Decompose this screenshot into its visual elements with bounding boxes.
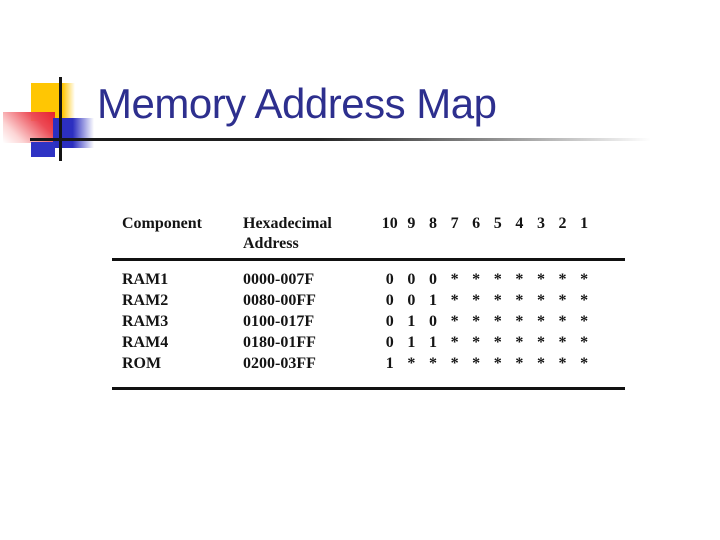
accent-blue-small-square <box>31 142 55 157</box>
bit-header-cell: 5 <box>493 215 502 232</box>
bit-cell: 0 <box>428 271 437 288</box>
bit-cell: 0 <box>385 292 394 309</box>
bit-header-cell: 7 <box>450 215 459 232</box>
hex-address-cell: 0000-007F <box>243 271 315 288</box>
column-header-hexadecimal-address: Hexadecimal Address <box>243 214 332 254</box>
bit-cell: * <box>580 313 589 330</box>
component-cell: RAM4 <box>122 334 169 351</box>
bit-cell: * <box>558 271 567 288</box>
bit-cell: 0 <box>428 313 437 330</box>
bit-cell: * <box>472 355 481 372</box>
bit-cell: * <box>472 334 481 351</box>
bit-header-cell: 4 <box>515 215 524 232</box>
bit-cell: * <box>493 334 502 351</box>
bit-header-cell: 2 <box>558 215 567 232</box>
bit-cell: * <box>515 271 524 288</box>
hex-address-cell: 0100-017F <box>243 313 315 330</box>
bit-header-cell: 6 <box>472 215 481 232</box>
component-cell: ROM <box>122 355 162 372</box>
bit-cell: 1 <box>385 355 394 372</box>
bit-cell: * <box>493 292 502 309</box>
bit-cell: 1 <box>407 313 416 330</box>
bit-cell: * <box>580 271 589 288</box>
bit-header-cell: 3 <box>536 215 545 232</box>
bit-cell: * <box>450 271 459 288</box>
bit-cell: 0 <box>385 313 394 330</box>
hex-address-cell: 0180-01FF <box>243 334 316 351</box>
table-bottom-rule <box>112 387 625 390</box>
bit-cell: * <box>428 355 437 372</box>
bit-cell: * <box>580 334 589 351</box>
bit-cell: * <box>558 313 567 330</box>
component-cell: RAM1 <box>122 271 169 288</box>
bit-cell: * <box>580 355 589 372</box>
table-row: ROM 0200-03FF 1 * * * * * * * * * <box>112 353 625 374</box>
bit-cell: * <box>580 292 589 309</box>
bit-cell: * <box>536 334 545 351</box>
address-bus-bits: 1 * * * * * * * * * <box>379 353 597 374</box>
title-underline-rule <box>30 138 670 141</box>
bit-cell: * <box>515 313 524 330</box>
bit-cell: * <box>515 292 524 309</box>
bit-cell: 0 <box>407 292 416 309</box>
bit-cell: 1 <box>428 334 437 351</box>
bit-cell: * <box>407 355 416 372</box>
slide-title: Memory Address Map <box>97 80 497 127</box>
bit-header-cell: 1 <box>580 215 589 232</box>
bit-header-cell: 8 <box>428 215 437 232</box>
header-separator-rule <box>112 258 625 261</box>
hex-address-cell: 0080-00FF <box>243 292 316 309</box>
bit-cell: * <box>536 271 545 288</box>
bit-cell: * <box>472 292 481 309</box>
bit-cell: * <box>472 313 481 330</box>
bit-cell: * <box>493 271 502 288</box>
bit-cell: * <box>450 334 459 351</box>
hex-address-cell: 0200-03FF <box>243 355 316 372</box>
bit-header-cell: 10 <box>381 215 398 232</box>
bit-cell: 0 <box>385 334 394 351</box>
bit-cell: 0 <box>407 271 416 288</box>
component-cell: RAM2 <box>122 292 169 309</box>
bit-cell: 1 <box>428 292 437 309</box>
accent-vertical-line <box>59 77 62 161</box>
bit-cell: * <box>493 355 502 372</box>
bit-cell: * <box>536 355 545 372</box>
bit-cell: * <box>536 292 545 309</box>
bit-cell: * <box>558 292 567 309</box>
bit-cell: 0 <box>385 271 394 288</box>
bit-cell: * <box>536 313 545 330</box>
bit-cell: * <box>515 334 524 351</box>
bit-cell: 1 <box>407 334 416 351</box>
accent-red-square <box>3 112 55 143</box>
column-header-hex-line1: Hexadecimal <box>243 215 332 232</box>
column-header-hex-line2: Address <box>243 235 299 252</box>
bit-cell: * <box>450 355 459 372</box>
bit-cell: * <box>558 355 567 372</box>
bit-cell: * <box>558 334 567 351</box>
bit-cell: * <box>450 292 459 309</box>
bit-cell: * <box>472 271 481 288</box>
bit-header-cell: 9 <box>407 215 416 232</box>
bit-cell: * <box>493 313 502 330</box>
component-cell: RAM3 <box>122 313 169 330</box>
bit-cell: * <box>450 313 459 330</box>
bit-cell: * <box>515 355 524 372</box>
column-header-component: Component <box>122 215 203 232</box>
